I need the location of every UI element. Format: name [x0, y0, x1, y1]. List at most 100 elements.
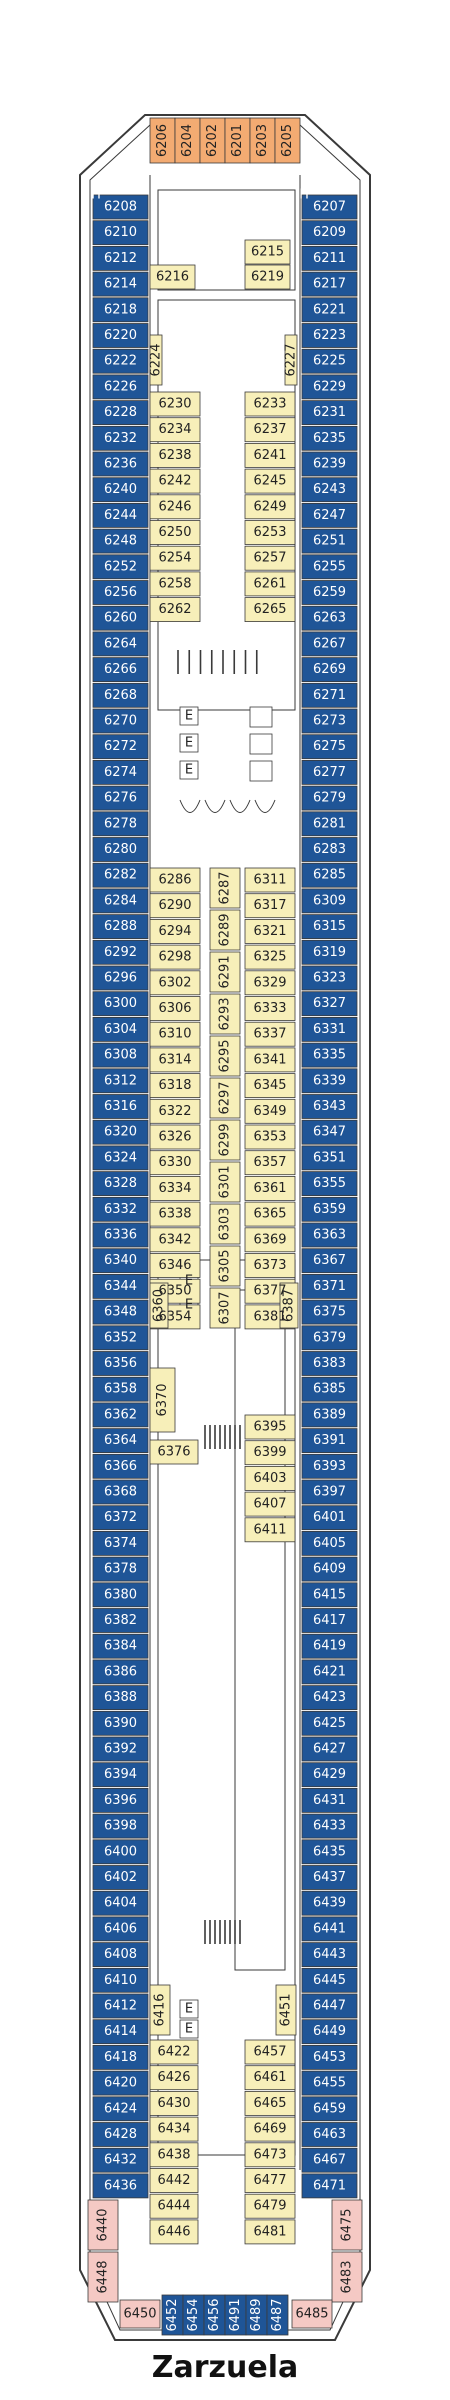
cabin-6422[interactable] — [149, 2039, 199, 2065]
cabin-6419[interactable] — [301, 1633, 358, 1659]
cabin-6358[interactable] — [92, 1376, 149, 1402]
cabin-6423[interactable] — [301, 1685, 358, 1710]
cabin-6214[interactable] — [92, 271, 149, 297]
cabin-6473[interactable] — [244, 2142, 296, 2168]
cabin-6205[interactable] — [274, 117, 301, 164]
cabin-6446[interactable] — [149, 2219, 199, 2245]
cabin-6241[interactable] — [244, 442, 296, 468]
cabin-6461[interactable] — [244, 2065, 296, 2091]
cabin-6319[interactable] — [301, 939, 358, 965]
cabin-6363[interactable] — [301, 1222, 358, 1248]
cabin-6378[interactable] — [92, 1556, 149, 1582]
cabin-6467[interactable] — [301, 2147, 358, 2173]
cabin-6294[interactable] — [149, 919, 201, 944]
cabin-6318[interactable] — [149, 1073, 201, 1098]
cabin-6373[interactable] — [244, 1253, 296, 1278]
cabin-6382[interactable] — [92, 1608, 149, 1633]
cabin-6430[interactable] — [149, 2090, 199, 2116]
cabin-6244[interactable] — [92, 502, 149, 528]
cabin-6271[interactable] — [301, 682, 358, 708]
cabin-6257[interactable] — [244, 545, 296, 571]
cabin-6396[interactable] — [92, 1788, 149, 1813]
cabin-6315[interactable] — [301, 914, 358, 939]
cabin-6227[interactable] — [284, 334, 298, 386]
cabin-6434[interactable] — [149, 2116, 199, 2142]
cabin-6285[interactable] — [301, 862, 358, 888]
cabin-6390[interactable] — [92, 1710, 149, 1736]
cabin-6293[interactable] — [209, 993, 241, 1035]
cabin-6326[interactable] — [149, 1124, 201, 1150]
cabin-6209[interactable] — [301, 220, 358, 246]
cabin-6420[interactable] — [92, 2070, 149, 2096]
cabin-6384[interactable] — [92, 1633, 149, 1659]
cabin-6351[interactable] — [301, 1145, 358, 1171]
cabin-6258[interactable] — [149, 571, 201, 597]
cabin-6324[interactable] — [92, 1145, 149, 1171]
cabin-6343[interactable] — [301, 1094, 358, 1119]
cabin-6408[interactable] — [92, 1942, 149, 1967]
cabin-6245[interactable] — [244, 468, 296, 494]
cabin-6266[interactable] — [92, 657, 149, 682]
cabin-6440[interactable] — [87, 2199, 119, 2251]
cabin-6426[interactable] — [149, 2065, 199, 2091]
cabin-6246[interactable] — [149, 494, 201, 520]
cabin-6402[interactable] — [92, 1865, 149, 1890]
cabin-6409[interactable] — [301, 1556, 358, 1582]
cabin-6406[interactable] — [92, 1916, 149, 1942]
cabin-6254[interactable] — [149, 545, 201, 571]
cabin-6248[interactable] — [92, 528, 149, 554]
cabin-6394[interactable] — [92, 1762, 149, 1788]
cabin-6211[interactable] — [301, 245, 358, 271]
cabin-6256[interactable] — [92, 580, 149, 605]
cabin-6427[interactable] — [301, 1736, 358, 1762]
cabin-6272[interactable] — [92, 734, 149, 760]
cabin-6421[interactable] — [301, 1659, 358, 1685]
cabin-6296[interactable] — [92, 965, 149, 991]
cabin-6366[interactable] — [92, 1453, 149, 1479]
cabin-6234[interactable] — [149, 417, 201, 443]
cabin-6403[interactable] — [244, 1466, 296, 1491]
cabin-6392[interactable] — [92, 1736, 149, 1762]
cabin-6304[interactable] — [92, 1017, 149, 1042]
cabin-6203[interactable] — [249, 117, 276, 164]
cabin-6207[interactable] — [301, 194, 358, 220]
cabin-6379[interactable] — [301, 1325, 358, 1351]
cabin-6264[interactable] — [92, 631, 149, 657]
cabin-6309[interactable] — [301, 888, 358, 914]
cabin-6311[interactable] — [244, 867, 296, 893]
cabin-6483[interactable] — [331, 2251, 363, 2303]
cabin-6239[interactable] — [301, 451, 358, 477]
cabin-6455[interactable] — [301, 2070, 358, 2096]
cabin-6322[interactable] — [149, 1098, 201, 1124]
cabin-6276[interactable] — [92, 785, 149, 811]
cabin-6298[interactable] — [149, 944, 201, 970]
cabin-6481[interactable] — [244, 2219, 296, 2245]
cabin-6347[interactable] — [301, 1119, 358, 1145]
cabin-6333[interactable] — [244, 996, 296, 1021]
cabin-6288[interactable] — [92, 914, 149, 939]
cabin-6436[interactable] — [92, 2173, 149, 2199]
cabin-6387[interactable] — [279, 1282, 299, 1329]
cabin-6365[interactable] — [244, 1201, 296, 1227]
cabin-6334[interactable] — [149, 1176, 201, 1201]
cabin-6226[interactable] — [92, 374, 149, 400]
cabin-6435[interactable] — [301, 1839, 358, 1865]
cabin-6405[interactable] — [301, 1531, 358, 1556]
cabin-6325[interactable] — [244, 944, 296, 970]
cabin-6479[interactable] — [244, 2193, 296, 2219]
cabin-6437[interactable] — [301, 1865, 358, 1890]
cabin-6228[interactable] — [92, 400, 149, 426]
cabin-6370[interactable] — [149, 1367, 176, 1433]
cabin-6314[interactable] — [149, 1047, 201, 1073]
cabin-6428[interactable] — [92, 2122, 149, 2147]
cabin-6368[interactable] — [92, 1479, 149, 1505]
cabin-6283[interactable] — [301, 837, 358, 862]
cabin-6282[interactable] — [92, 862, 149, 888]
cabin-6287[interactable] — [209, 867, 241, 909]
cabin-6339[interactable] — [301, 1068, 358, 1094]
cabin-6344[interactable] — [92, 1274, 149, 1299]
cabin-6274[interactable] — [92, 760, 149, 785]
cabin-6303[interactable] — [209, 1203, 241, 1245]
cabin-6259[interactable] — [301, 580, 358, 605]
cabin-6299[interactable] — [209, 1119, 241, 1161]
